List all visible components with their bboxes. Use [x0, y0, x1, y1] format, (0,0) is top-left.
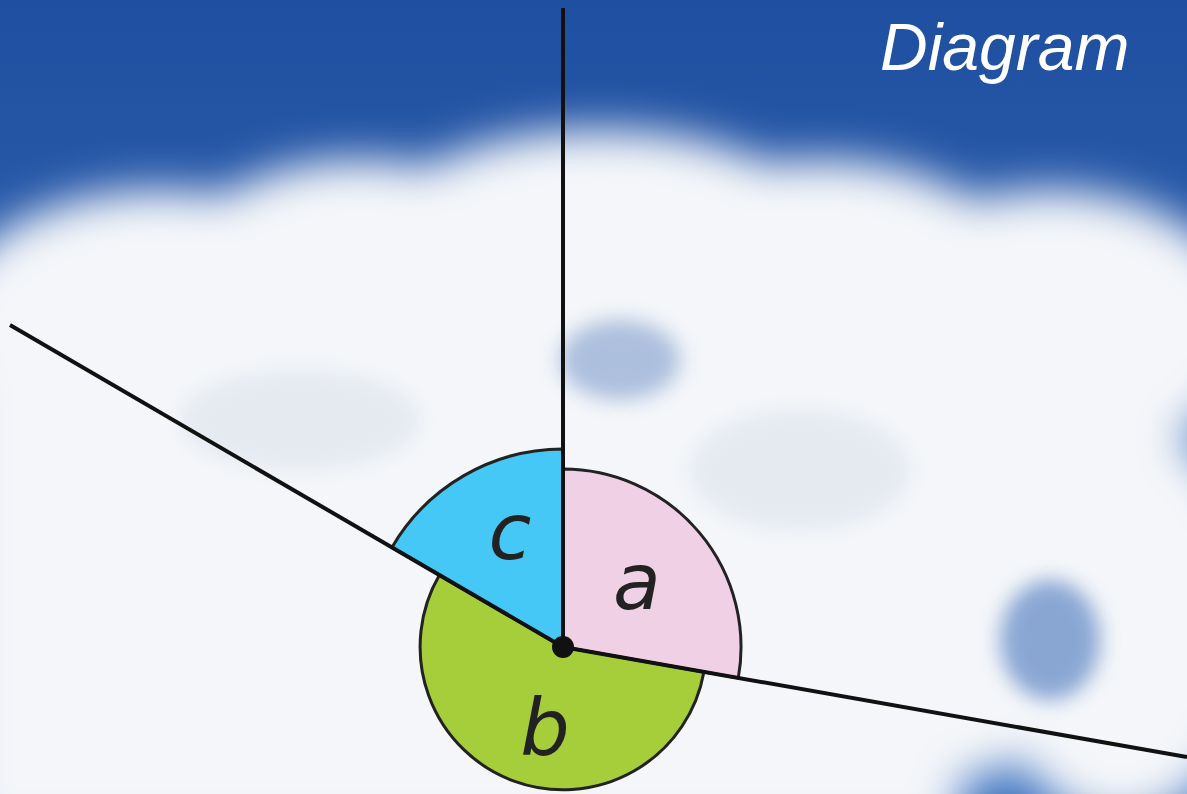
ray — [10, 325, 563, 647]
angle-label: c — [489, 493, 532, 571]
angle-sector-a — [563, 469, 741, 678]
ray — [561, 8, 565, 647]
clouds — [0, 130, 1187, 794]
angle-label: a — [613, 543, 661, 621]
ray — [563, 647, 1187, 757]
angle-label: b — [520, 689, 570, 767]
vertex-dot — [552, 636, 574, 658]
angle-sector-c — [392, 449, 563, 647]
diagram-title: Diagram — [880, 14, 1129, 80]
